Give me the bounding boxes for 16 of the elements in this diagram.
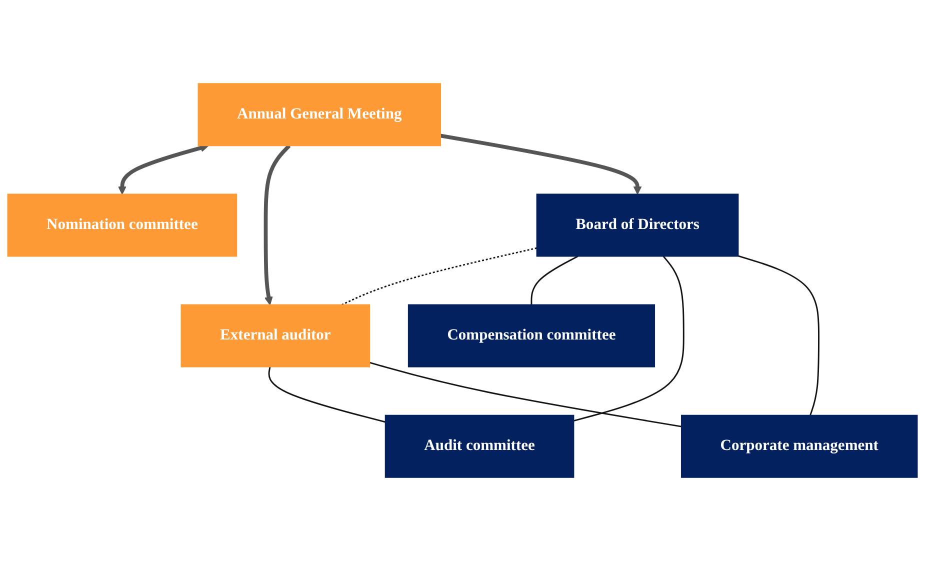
arrow [440,134,642,195]
connector [574,256,684,422]
connector [738,255,820,416]
connector [268,366,386,423]
connector [530,256,578,305]
node-box: Corporate management [681,414,918,478]
node-box: Board of Directors [536,194,739,257]
node-box: Audit committee [384,414,574,478]
node-box: Nomination committee [7,194,238,257]
connector [369,362,682,428]
connector [342,247,537,306]
node-box: Annual General Meeting [198,83,441,146]
arrow [118,144,209,195]
node-box: Compensation committee [408,304,656,368]
arrow [264,144,291,306]
node-box: External auditor [180,304,370,368]
